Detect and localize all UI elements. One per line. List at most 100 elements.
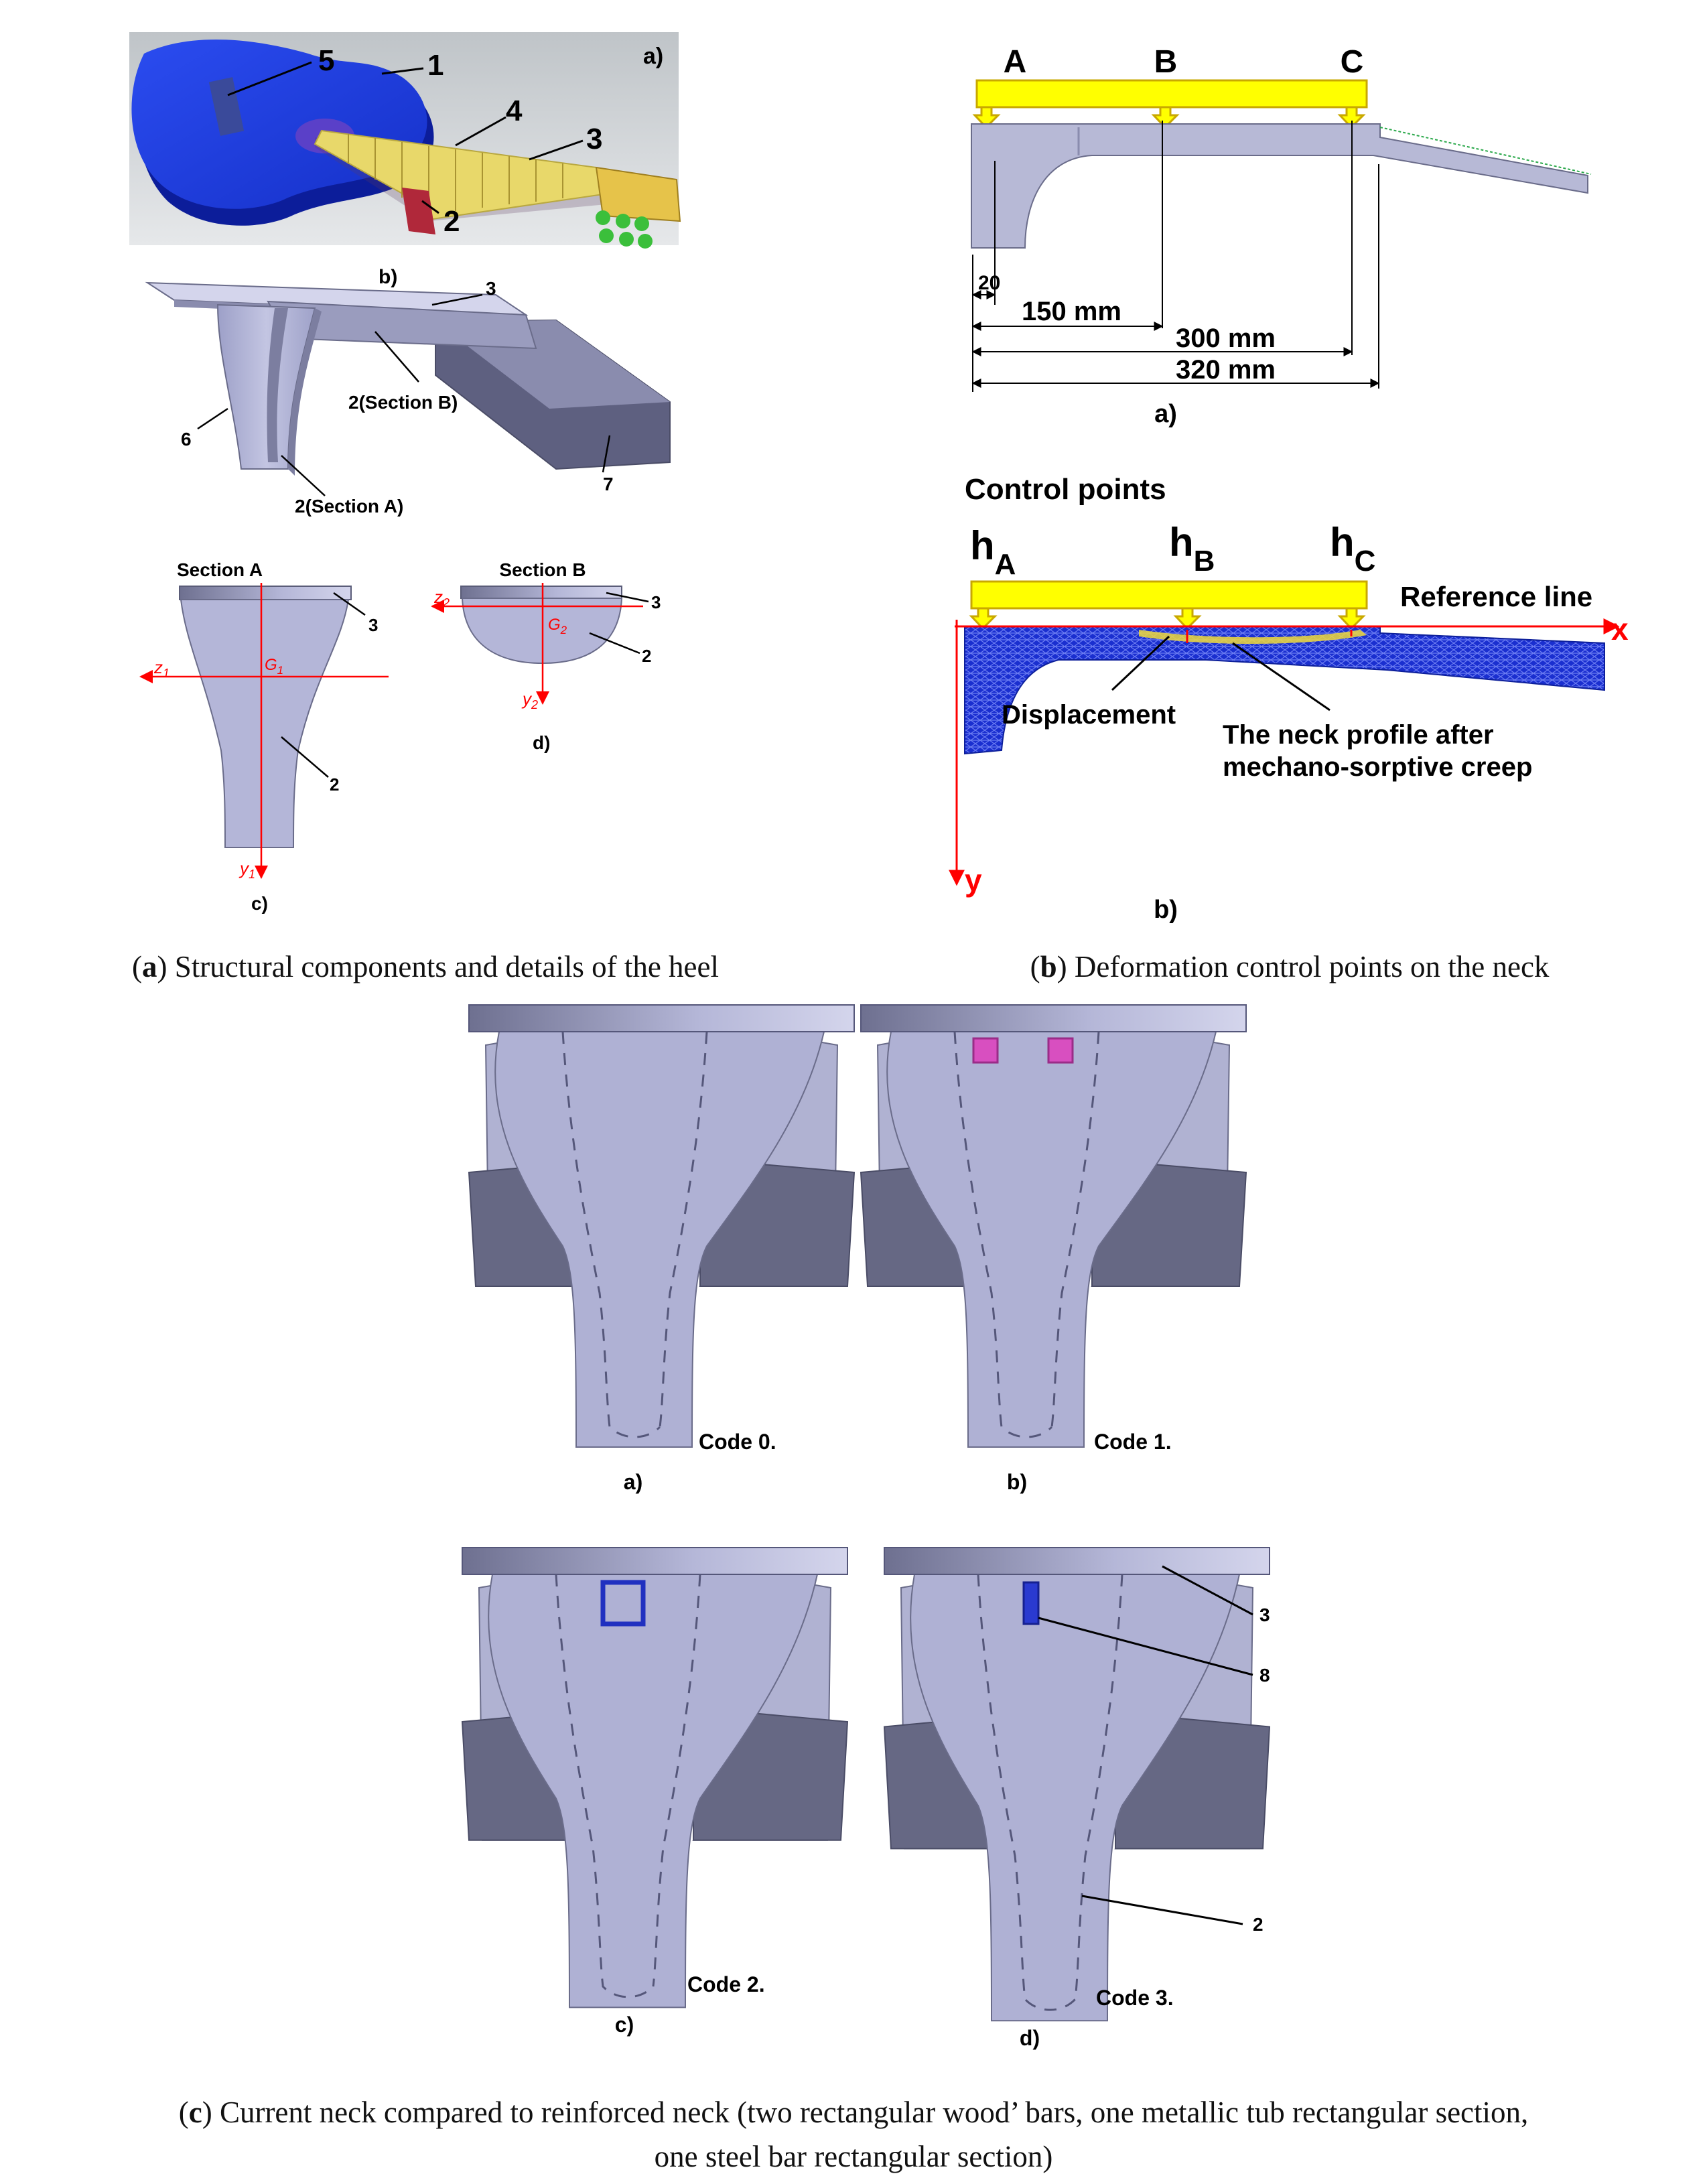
point-c-label: C [1341, 44, 1364, 80]
callout-5: 5 [318, 44, 334, 77]
heel-code-0 [468, 1004, 856, 1448]
fem-deformation: Control points hA hB hC Reference line x… [949, 473, 1629, 924]
load-bar-b [970, 580, 1368, 610]
section-b-callout-3: 3 [651, 592, 661, 612]
code-3-callout-2: 2 [1253, 1914, 1264, 1935]
caption-a: (a) Structural components and details of… [131, 950, 719, 983]
heel-body [494, 1031, 825, 1448]
fingerboard-plate [884, 1547, 1270, 1575]
iso-callout-3: 3 [486, 278, 496, 299]
panel-c: Code 0. Code 1. Code 2. Code 3. a) b) c)… [461, 1004, 1271, 2050]
section-b-g-label: G2 [548, 616, 567, 636]
sub-b-label: b) [379, 266, 397, 288]
dashed-contour [953, 1031, 1100, 1438]
section-a-plate [179, 586, 352, 600]
point-a-label: A [1004, 44, 1027, 80]
heel-isometric: b) 3 2(Section B) 6 2(Section A) 7 [145, 266, 671, 517]
point-b-label: B [1154, 44, 1178, 80]
section-a-heel [180, 599, 350, 848]
code-3-label: Code 3. [1096, 1986, 1174, 2010]
dashed-contour [561, 1031, 708, 1438]
code-0-label: Code 0. [699, 1430, 776, 1454]
section-b-z-label: z2 [433, 587, 450, 610]
code-3-callout-lines [1038, 1565, 1253, 1925]
load-arrows-b [969, 607, 1366, 630]
tuners [596, 210, 653, 249]
displacement-zone [1139, 630, 1367, 644]
dim-20: 20 [978, 272, 1000, 294]
section-b-view: Section B z2 G2 y2 3 2 d) [431, 559, 661, 753]
section-a-callout-3: 3 [368, 615, 378, 635]
caption-b: (b) Deformation control points on the ne… [1030, 950, 1550, 983]
heel-body [886, 1031, 1217, 1448]
code-1-label: Code 1. [1094, 1430, 1172, 1454]
caption-c: (c) Current neck compared to reinforced … [178, 2096, 1529, 2173]
callout-3: 3 [586, 123, 602, 155]
section-a-label: 2(Section A) [295, 496, 403, 517]
reference-line-label: Reference line [1400, 581, 1592, 612]
fingerboard-plate [860, 1004, 1247, 1032]
displacement-label: Displacement [1002, 700, 1176, 730]
sub-a-label: a) [643, 44, 663, 69]
dashed-contour [555, 1574, 701, 1998]
dim-150: 150 mm [1022, 297, 1121, 326]
iso-callout-7: 7 [603, 474, 614, 494]
neck-side-profile [971, 123, 1588, 249]
x-axis-label: x [1611, 612, 1629, 646]
fingerboard-plate [462, 1547, 848, 1575]
insert-code-3-steel-bar [1022, 1581, 1040, 1625]
insert-code-1-wood-bars [972, 1037, 1074, 1064]
callout-2: 2 [443, 205, 460, 238]
y-axis-label: y [965, 863, 982, 898]
section-a-title: Section A [177, 559, 263, 580]
dim-320: 320 mm [1176, 355, 1276, 385]
section-b-plate [460, 586, 622, 599]
h-a-label: hA [970, 523, 1016, 581]
heel-body [910, 1574, 1241, 2022]
callout-1: 1 [427, 49, 443, 82]
section-b-label: 2(Section B) [348, 392, 458, 413]
h-c-label: hC [1330, 520, 1375, 577]
section-b-callout-2: 2 [642, 646, 651, 666]
fem-mesh [964, 626, 1605, 755]
dashed-contour [977, 1574, 1123, 2011]
panel-c-label-c: c) [615, 2012, 634, 2037]
fingerboard-plate [468, 1004, 855, 1032]
panel-c-label-b: b) [1007, 1470, 1027, 1494]
heel-code-3 [883, 1547, 1271, 2022]
guitar-render: 5 1 4 3 2 a) [129, 32, 681, 249]
code-3-callout-8: 8 [1259, 1665, 1270, 1686]
section-b-title: Section B [499, 559, 586, 580]
callout-4: 4 [506, 94, 523, 127]
panel-b-sub-a-label: a) [1154, 400, 1177, 428]
section-a-view: Section A z1 G1 y1 3 2 c) [139, 559, 389, 914]
panel-a: 5 1 4 3 2 a) b) 3 2(S [129, 32, 681, 914]
section-a-z-label: z1 [153, 657, 169, 680]
load-geometry: A B C 20 150 [971, 44, 1592, 428]
section-a-callout-2: 2 [330, 774, 339, 795]
code-2-label: Code 2. [687, 1972, 765, 1996]
headstock [595, 166, 681, 222]
heel-code-2 [461, 1547, 849, 2008]
frets [348, 134, 563, 213]
dimension-lines [971, 121, 1380, 392]
section-b-y-label: y2 [521, 689, 538, 711]
load-arrows-a [972, 106, 1366, 129]
panel-c-label-a: a) [624, 1470, 642, 1494]
iso-callout-6: 6 [181, 429, 192, 450]
heel-code-1 [860, 1004, 1247, 1448]
h-b-label: hB [1169, 520, 1215, 577]
neck-profile-line2: mechano-sorptive creep [1223, 752, 1532, 782]
heel-red [402, 188, 435, 234]
sub-c-label: c) [251, 893, 268, 914]
section-a-y-label: y1 [238, 858, 255, 881]
panel-b-sub-b-label: b) [1154, 896, 1178, 924]
sub-d-label: d) [533, 732, 550, 753]
guitar-callout-lines [227, 61, 584, 214]
code-3-callout-3: 3 [1259, 1605, 1270, 1625]
guitar-body [131, 40, 427, 209]
iso-callout-lines [197, 293, 611, 496]
heel-body [488, 1574, 819, 2008]
panel-b: A B C 20 150 [949, 44, 1629, 924]
